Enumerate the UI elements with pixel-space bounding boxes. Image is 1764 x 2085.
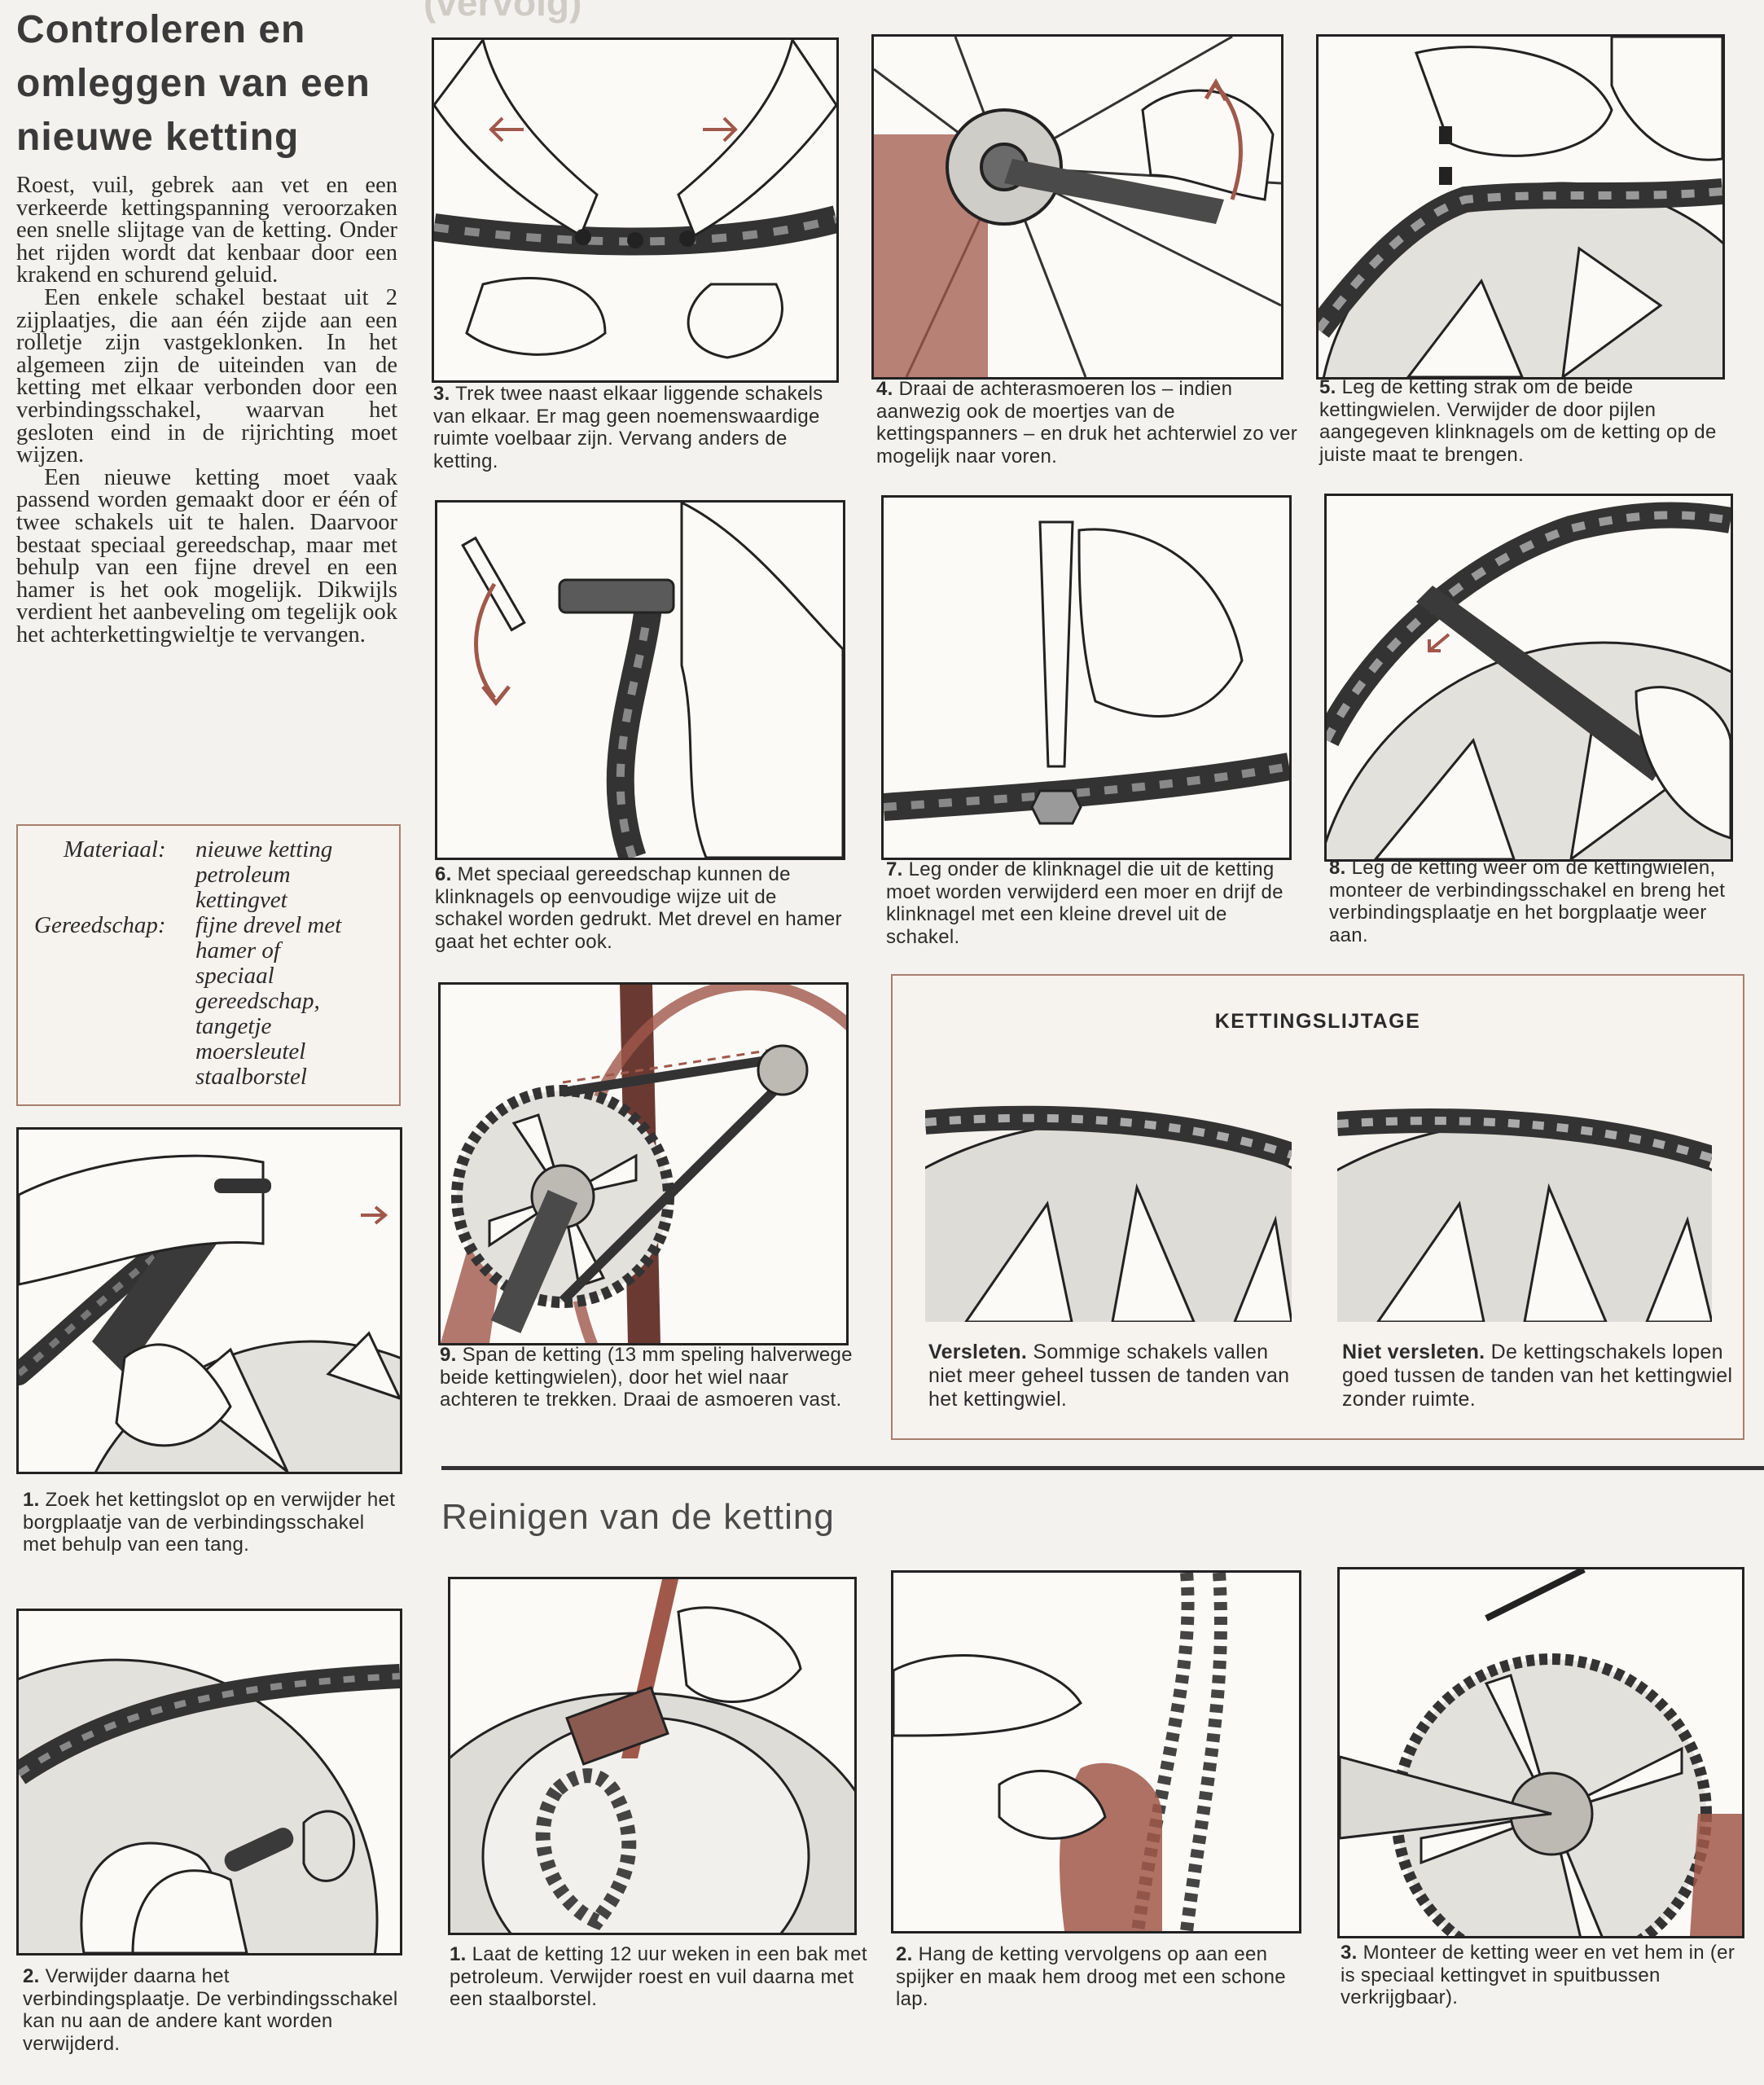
title-line-2: omleggen van een xyxy=(16,62,371,105)
step-6-caption: 6. Met speciaal gereedschap kunnen de kl… xyxy=(435,863,842,953)
chain-wear-title: KETTINGSLIJTAGE xyxy=(1214,1010,1421,1033)
article-body: Roest, vuil, gebrek aan vet en een verke… xyxy=(16,173,397,647)
ok-text: De kettingschakels lopen goed tussen de … xyxy=(1342,1341,1733,1411)
header-remnant: (vervolg) xyxy=(423,0,582,24)
cleaning-section-title: Reinigen van de ketting xyxy=(441,1497,835,1537)
step-text: Verwijder daarna het verbindingsplaatje.… xyxy=(23,1965,398,2055)
worn-caption: Versleten. Sommige schakels vallen niet … xyxy=(928,1341,1303,1411)
step-text: Laat de ketting 12 uur weken in een bak … xyxy=(450,1943,867,2010)
step-4-caption: 4. Draai de achterasmoeren los – indien … xyxy=(876,378,1298,467)
title-line-3: nieuwe ketting xyxy=(16,116,300,159)
step-7-caption: 7. Leg onder de klinknagel die uit de ke… xyxy=(886,858,1305,948)
step-6-illustration xyxy=(435,500,845,860)
step-number: 4. xyxy=(876,378,893,400)
step-4-illustration xyxy=(871,34,1284,380)
step-text: Leg de ketting weer om de kettingwielen,… xyxy=(1329,857,1726,946)
step-number: 8. xyxy=(1329,857,1346,879)
materials-box: Materiaal: nieuwe ketting petroleum kett… xyxy=(16,824,401,1106)
step-9-illustration xyxy=(438,982,849,1345)
step-text: Leg onder de klinknagel die uit de ketti… xyxy=(886,858,1284,948)
article-title: Controleren en omleggen van een nieuwe k… xyxy=(16,3,423,165)
cleaning-2-caption: 2. Hang de ketting vervolgens op aan een… xyxy=(896,1943,1316,2011)
chain-around-sprocket-illustration xyxy=(1319,37,1722,377)
ok-label: Niet versleten. xyxy=(1342,1341,1485,1363)
tool-item: moersleutel xyxy=(195,1038,306,1064)
step-text: Monteer de ketting weer en vet hem in (e… xyxy=(1341,1942,1735,2008)
step-text: Leg de ketting strak om de beide ketting… xyxy=(1319,376,1717,466)
step-number: 2. xyxy=(23,1965,40,1987)
tool-item: speciaal xyxy=(195,963,274,989)
step-2-caption: 2. Verwijder daarna het verbindingsplaat… xyxy=(23,1965,399,2055)
material-item: petroleum xyxy=(195,862,291,888)
tool-item: staalborstel xyxy=(195,1064,307,1090)
step-5-caption: 5. Leg de ketting strak om de beide kett… xyxy=(1319,376,1738,466)
pliers-chain-illustration xyxy=(19,1154,400,1472)
step-5-illustration xyxy=(1316,34,1725,380)
material-item: nieuwe ketting xyxy=(195,836,333,863)
paragraph-3: Een nieuwe ketting moet vaak passend wor… xyxy=(16,464,397,647)
wrench-axle-illustration xyxy=(874,37,1281,377)
step-9-caption: 9. Span de ketting (13 mm speling halver… xyxy=(440,1344,857,1411)
tool-item: fijne drevel met xyxy=(195,912,342,938)
step-text: Trek twee naast elkaar liggende schakels… xyxy=(433,383,823,472)
ok-caption: Niet versleten. De kettingschakels lopen… xyxy=(1342,1341,1733,1411)
cleaning-3-illustration xyxy=(1337,1567,1744,1938)
worn-text: Sommige schakels vallen niet meer geheel… xyxy=(928,1341,1290,1411)
step-number: 3. xyxy=(433,383,450,405)
step-text: Zoek het kettingslot op en verwijder het… xyxy=(23,1489,396,1556)
bicycle-chain-tension-illustration xyxy=(441,985,846,1343)
pliers-mounting-link-illustration xyxy=(1327,502,1731,859)
material-item: kettingvet xyxy=(195,887,287,913)
step-number: 1. xyxy=(450,1943,467,1965)
cleaning-2-illustration xyxy=(891,1570,1301,1934)
brush-petroleum-illustration xyxy=(450,1579,854,1933)
section-divider xyxy=(441,1466,1764,1470)
chain-tool-illustration xyxy=(461,503,843,858)
step-number: 6. xyxy=(435,863,452,885)
good-sprocket-illustration xyxy=(1337,1108,1712,1322)
chain-link-illustration xyxy=(19,1658,400,1953)
material-label: Materiaal: xyxy=(64,836,166,863)
paragraph-1: Roest, vuil, gebrek aan vet en een verke… xyxy=(16,173,397,288)
step-1-caption: 1. Zoek het kettingslot op en verwijder … xyxy=(23,1489,399,1556)
punch-and-nut-illustration xyxy=(884,520,1289,825)
paragraph-2: Een enkele schakel bestaat uit 2 zijplaa… xyxy=(16,284,397,468)
step-number: 1. xyxy=(23,1489,40,1511)
step-number: 2. xyxy=(896,1943,913,1965)
step-number: 3. xyxy=(1341,1942,1358,1964)
step-number: 5. xyxy=(1319,376,1336,398)
step-text: Draai de achterasmoeren los – indien aan… xyxy=(876,378,1298,467)
step-8-illustration xyxy=(1324,494,1733,862)
hanging-chain-illustration xyxy=(893,1573,1227,1931)
worn-sprocket-illustration xyxy=(925,1105,1292,1322)
step-text: Met speciaal gereedschap kunnen de klink… xyxy=(435,863,842,953)
worn-label: Versleten. xyxy=(928,1341,1028,1363)
step-1-illustration xyxy=(16,1127,402,1474)
cleaning-1-illustration xyxy=(448,1577,857,1935)
step-2-illustration xyxy=(16,1609,402,1956)
step-7-illustration xyxy=(881,495,1292,860)
step-8-caption: 8. Leg de ketting weer om de kettingwiel… xyxy=(1329,857,1744,946)
cleaning-1-caption: 1. Laat de ketting 12 uur weken in een b… xyxy=(450,1943,870,2011)
step-number: 7. xyxy=(886,858,903,880)
step-3-caption: 3. Trek twee naast elkaar liggende schak… xyxy=(433,383,837,472)
two-links-pulled-illustration xyxy=(434,40,836,359)
step-text: Span de ketting (13 mm speling halverweg… xyxy=(440,1344,853,1411)
tools-label: Gereedschap: xyxy=(34,912,166,938)
tool-item: hamer of xyxy=(195,937,280,963)
step-text: Hang de ketting vervolgens op aan een sp… xyxy=(896,1943,1286,2010)
cleaning-3-caption: 3. Monteer de ketting weer en vet hem in… xyxy=(1341,1942,1748,2009)
tool-item: tangetje xyxy=(195,1013,272,1039)
step-3-illustration xyxy=(432,37,839,383)
tool-item: gereedschap, xyxy=(195,988,320,1014)
spray-chain-grease-illustration xyxy=(1340,1569,1742,1936)
title-line-1: Controleren en xyxy=(16,8,306,51)
chain-wear-box: KETTINGSLIJTAGE Versleten. Sommige schak… xyxy=(891,974,1744,1440)
step-number: 9. xyxy=(440,1344,457,1366)
